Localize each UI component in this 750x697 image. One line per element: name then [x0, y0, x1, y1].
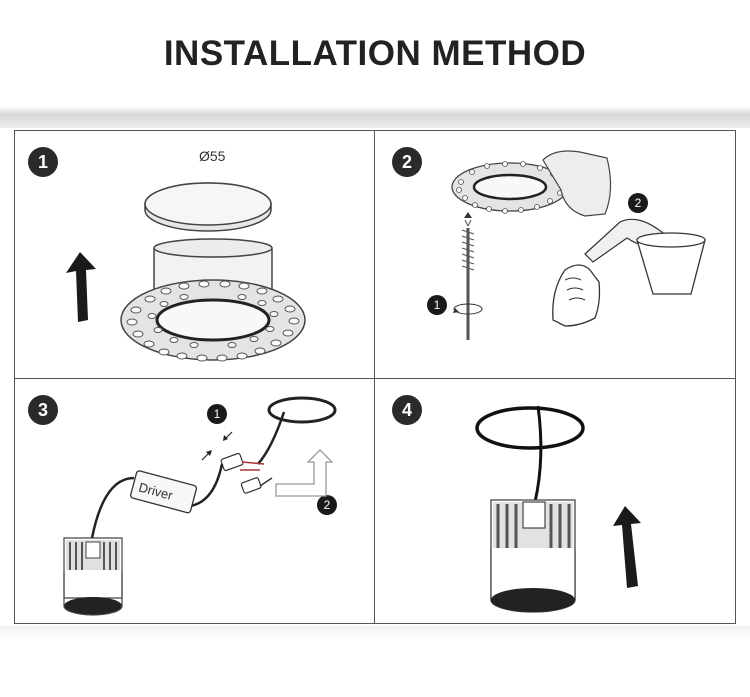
steps-grid [14, 130, 736, 624]
plaster-flange [120, 279, 306, 362]
up-arrow-icon [613, 506, 641, 588]
grid-divider-vertical [374, 130, 375, 624]
up-arrow-icon [66, 252, 96, 322]
driver-box: Driver [130, 470, 198, 514]
step-3-badge: 3 [28, 395, 58, 425]
plaster-bucket-icon [636, 232, 706, 295]
cutout-diameter-label: Ø55 [199, 148, 226, 164]
trim-ring [267, 396, 337, 424]
led-module [490, 499, 576, 613]
page-title: INSTALLATION METHOD [163, 34, 587, 73]
step-1-badge: 1 [28, 147, 58, 177]
cover-disc [144, 182, 272, 232]
step-3-illustration: Driver [63, 396, 337, 616]
trim-ring [475, 406, 585, 450]
step-4-illustration [475, 405, 641, 613]
step-3-sub-1-badge: 1 [207, 404, 227, 424]
connect-arrows-icon [201, 431, 233, 461]
step-4-badge: 4 [392, 395, 422, 425]
bottom-band [0, 626, 750, 638]
bend-up-arrow-icon [275, 449, 334, 497]
step-2-sub-2-badge: 2 [628, 193, 648, 213]
screw-icon [453, 212, 483, 340]
step-1-illustration [66, 182, 306, 362]
wire-connector [220, 452, 273, 494]
step-3-sub-2-badge: 2 [317, 495, 337, 515]
plaster-flange-ring [451, 161, 569, 214]
step-2-sub-1-badge: 1 [427, 295, 447, 315]
step-2-illustration [451, 150, 706, 340]
grid-divider-horizontal [14, 378, 736, 379]
led-module [63, 537, 123, 616]
step-2-badge: 2 [392, 147, 422, 177]
divider-band [0, 106, 750, 128]
plaster-bowl [542, 150, 612, 217]
